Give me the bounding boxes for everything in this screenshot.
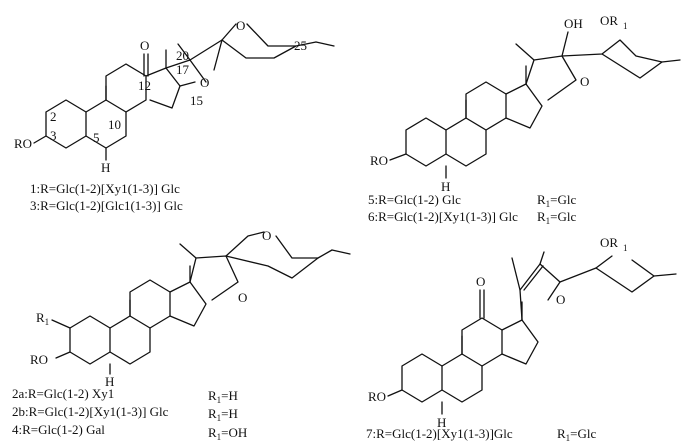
carbon-number-20: 20 [176,48,189,63]
caption-compound-2b-r1: R1=H [208,406,238,423]
caption-compound-6: 6:R=Glc(1-2)[Xy1(1-3)] Glc [368,209,518,224]
caption-compound-2a-r1: R1=H [208,388,238,405]
structure-2-skeleton [51,231,351,375]
ro-group: RO [30,352,48,367]
carbon-number-3: 3 [50,128,57,143]
structure-1-3: O O O RO H 2 3 5 10 12 15 17 20 25 [14,18,335,175]
caption-compound-7: 7:R=Glc(1-2)[Xy1(1-3)]Glc [366,426,513,441]
carbon-number-2: 2 [50,109,57,124]
ring-e-oxygen: O [580,74,589,89]
h-5: H [105,374,114,389]
r1-group: R1 [36,310,49,327]
structure-7-skeleton [387,251,677,415]
h-5: H [441,179,450,194]
caption-compound-2a: 2a:R=Glc(1-2) Xy1 [12,386,114,401]
ketone-oxygen: O [476,274,485,289]
structure-1-skeleton [33,23,335,161]
h-5: H [437,415,446,430]
caption-compound-5: 5:R=Glc(1-2) Glc [368,192,461,207]
caption-compound-2b: 2b:R=Glc(1-2)[Xy1(1-3)] Glc [12,404,169,419]
ring-e-oxygen: O [556,292,565,307]
or1-subscript: 1 [623,21,628,31]
ro-group: RO [14,136,32,151]
structure-5-skeleton [389,31,681,179]
ring-f-oxygen: O [236,18,245,33]
caption-compound-3: 3:R=Glc(1-2)[Glc1(1-3)] Glc [30,198,183,213]
structure-7: O O OR 1 RO H [368,235,677,430]
ring-e-oxygen: O [200,75,209,90]
or1-group: OR [600,13,618,28]
carbon-number-5: 5 [93,130,100,145]
oh-group: OH [564,16,583,31]
ro-group: RO [370,153,388,168]
ro-group: RO [368,389,386,404]
caption-compound-4: 4:R=Glc(1-2) Gal [12,422,105,437]
caption-compound-6-r1: R1=Glc [537,209,577,226]
or1-group: OR [600,235,618,250]
caption-compound-7-r1: R1=Glc [557,426,597,443]
h-5: H [101,160,110,175]
structure-2-4: O O R1 RO H [30,228,351,389]
caption-compound-1: 1:R=Glc(1-2)[Xy1(1-3)] Glc [30,181,180,196]
carbon-number-25: 25 [294,38,307,53]
carbon-number-10: 10 [108,117,121,132]
ketone-oxygen: O [140,38,149,53]
carbon-number-12: 12 [138,78,151,93]
structure-5-6: OH OR 1 O RO H [370,13,681,194]
ring-f-oxygen: O [262,228,271,243]
caption-compound-4-r1: R1=OH [208,425,247,442]
caption-compound-5-r1: R1=Glc [537,192,577,209]
or1-subscript: 1 [623,243,628,253]
ring-e-oxygen: O [238,290,247,305]
carbon-number-15: 15 [190,93,203,108]
carbon-number-17: 17 [176,62,190,77]
